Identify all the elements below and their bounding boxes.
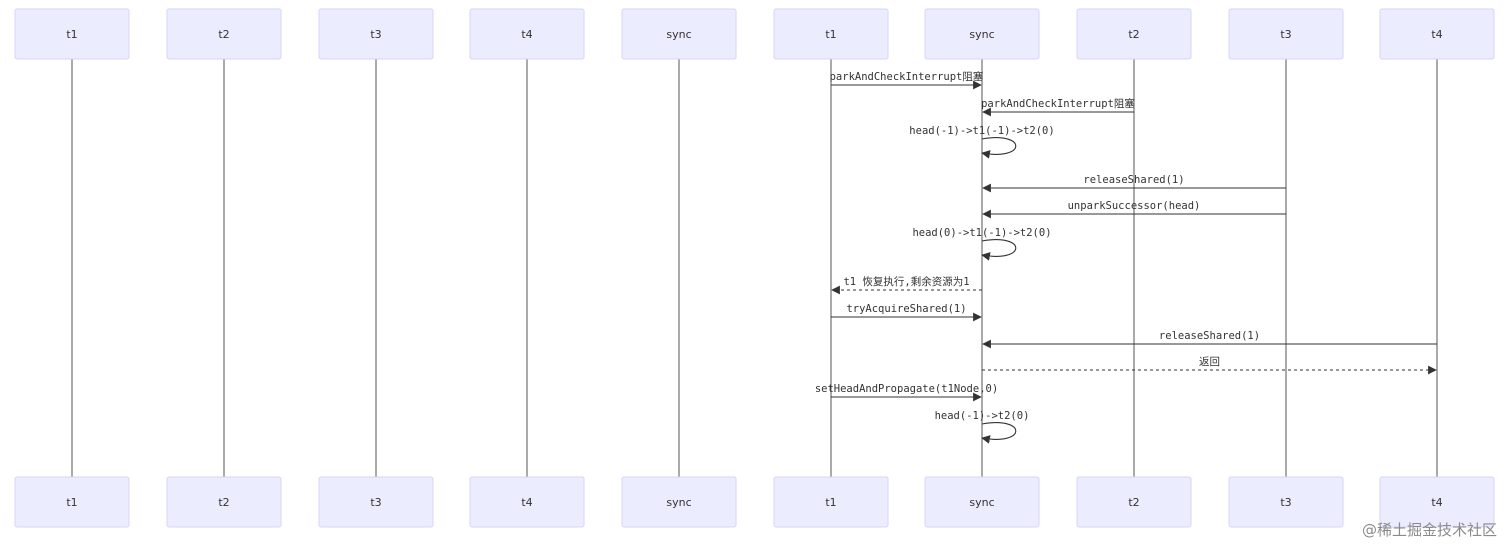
message-label: releaseShared(1) xyxy=(1159,330,1260,342)
actor-box xyxy=(1379,476,1495,528)
actor-label: t1 xyxy=(825,28,836,41)
actor-bottom-9: t4 xyxy=(1379,476,1495,528)
actor-box xyxy=(469,8,585,60)
actor-label: t2 xyxy=(1128,496,1139,509)
message-0: parkAndCheckInterrupt阻塞 xyxy=(830,70,984,90)
message-4: unparkSuccessor(head) xyxy=(982,200,1286,219)
message-8: releaseShared(1) xyxy=(982,330,1437,349)
message-label: head(-1)->t1(-1)->t2(0) xyxy=(909,125,1054,137)
message-label: parkAndCheckInterrupt阻塞 xyxy=(830,70,984,83)
message-label: head(-1)->t2(0) xyxy=(935,410,1030,422)
actor-box xyxy=(14,8,130,60)
actor-label: t3 xyxy=(370,28,381,41)
message-label: unparkSuccessor(head) xyxy=(1068,200,1201,212)
actor-label: t1 xyxy=(825,496,836,509)
actor-box xyxy=(14,476,130,528)
message-2: head(-1)->t1(-1)->t2(0) xyxy=(909,125,1055,159)
actor-top-0: t1 xyxy=(14,8,130,60)
actor-label: t4 xyxy=(521,496,532,509)
message-7: tryAcquireShared(1) xyxy=(831,303,982,322)
message-label: setHeadAndPropagate(t1Node,0) xyxy=(815,383,998,395)
actor-label: t4 xyxy=(1431,28,1442,41)
actor-top-1: t2 xyxy=(166,8,282,60)
message-1: parkAndCheckInterrupt阻塞 xyxy=(981,97,1135,117)
actor-label: sync xyxy=(666,496,691,509)
actor-box xyxy=(773,8,889,60)
message-label: head(0)->t1(-1)->t2(0) xyxy=(912,227,1051,239)
actor-bottom-8: t3 xyxy=(1228,476,1344,528)
message-label: t1 恢复执行,剩余资源为1 xyxy=(843,275,969,288)
actor-label: t3 xyxy=(1280,496,1291,509)
actor-bottom-6: sync xyxy=(924,476,1040,528)
message-9: 返回 xyxy=(982,356,1437,375)
actor-box xyxy=(773,476,889,528)
self-message-arrow xyxy=(981,137,1017,159)
actor-label: t4 xyxy=(1431,496,1442,509)
actor-label: t2 xyxy=(218,496,229,509)
message-label: parkAndCheckInterrupt阻塞 xyxy=(981,97,1135,110)
actor-bottom-2: t3 xyxy=(318,476,434,528)
actor-box xyxy=(318,476,434,528)
actor-bottom-1: t2 xyxy=(166,476,282,528)
watermark-text: @稀土掘金技术社区 xyxy=(1362,521,1497,539)
actor-label: t3 xyxy=(370,496,381,509)
actor-label: t2 xyxy=(1128,28,1139,41)
actor-bottom-0: t1 xyxy=(14,476,130,528)
actor-label: t3 xyxy=(1280,28,1291,41)
actor-top-7: t2 xyxy=(1076,8,1192,60)
actor-box xyxy=(1076,8,1192,60)
actor-label: t1 xyxy=(66,496,77,509)
actor-top-8: t3 xyxy=(1228,8,1344,60)
actor-top-6: sync xyxy=(924,8,1040,60)
actor-bottom-7: t2 xyxy=(1076,476,1192,528)
actor-label: sync xyxy=(666,28,691,41)
actor-box xyxy=(924,8,1040,60)
actor-box xyxy=(621,8,737,60)
actor-box xyxy=(1228,8,1344,60)
actor-box xyxy=(621,476,737,528)
actor-label: sync xyxy=(969,496,994,509)
message-label: 返回 xyxy=(1199,356,1220,368)
actor-top-4: sync xyxy=(621,8,737,60)
actor-label: t1 xyxy=(66,28,77,41)
actor-bottom-4: sync xyxy=(621,476,737,528)
actor-bottom-3: t4 xyxy=(469,476,585,528)
actor-box xyxy=(166,8,282,60)
message-3: releaseShared(1) xyxy=(982,174,1286,193)
actor-box xyxy=(1076,476,1192,528)
message-label: tryAcquireShared(1) xyxy=(846,303,966,315)
actor-box xyxy=(318,8,434,60)
actor-label: t2 xyxy=(218,28,229,41)
message-5: head(0)->t1(-1)->t2(0) xyxy=(912,227,1052,261)
actor-top-5: t1 xyxy=(773,8,889,60)
actor-label: t4 xyxy=(521,28,532,41)
actor-box xyxy=(469,476,585,528)
message-11: head(-1)->t2(0) xyxy=(935,410,1030,444)
actor-top-2: t3 xyxy=(318,8,434,60)
actor-top-9: t4 xyxy=(1379,8,1495,60)
actor-box xyxy=(924,476,1040,528)
actor-bottom-5: t1 xyxy=(773,476,889,528)
self-message-arrow xyxy=(981,422,1017,444)
message-10: setHeadAndPropagate(t1Node,0) xyxy=(815,383,998,402)
actor-label: sync xyxy=(969,28,994,41)
message-label: releaseShared(1) xyxy=(1083,174,1184,186)
actor-top-3: t4 xyxy=(469,8,585,60)
actor-box xyxy=(1228,476,1344,528)
self-message-arrow xyxy=(981,239,1017,261)
message-6: t1 恢复执行,剩余资源为1 xyxy=(831,275,982,295)
actor-box xyxy=(1379,8,1495,60)
actor-box xyxy=(166,476,282,528)
